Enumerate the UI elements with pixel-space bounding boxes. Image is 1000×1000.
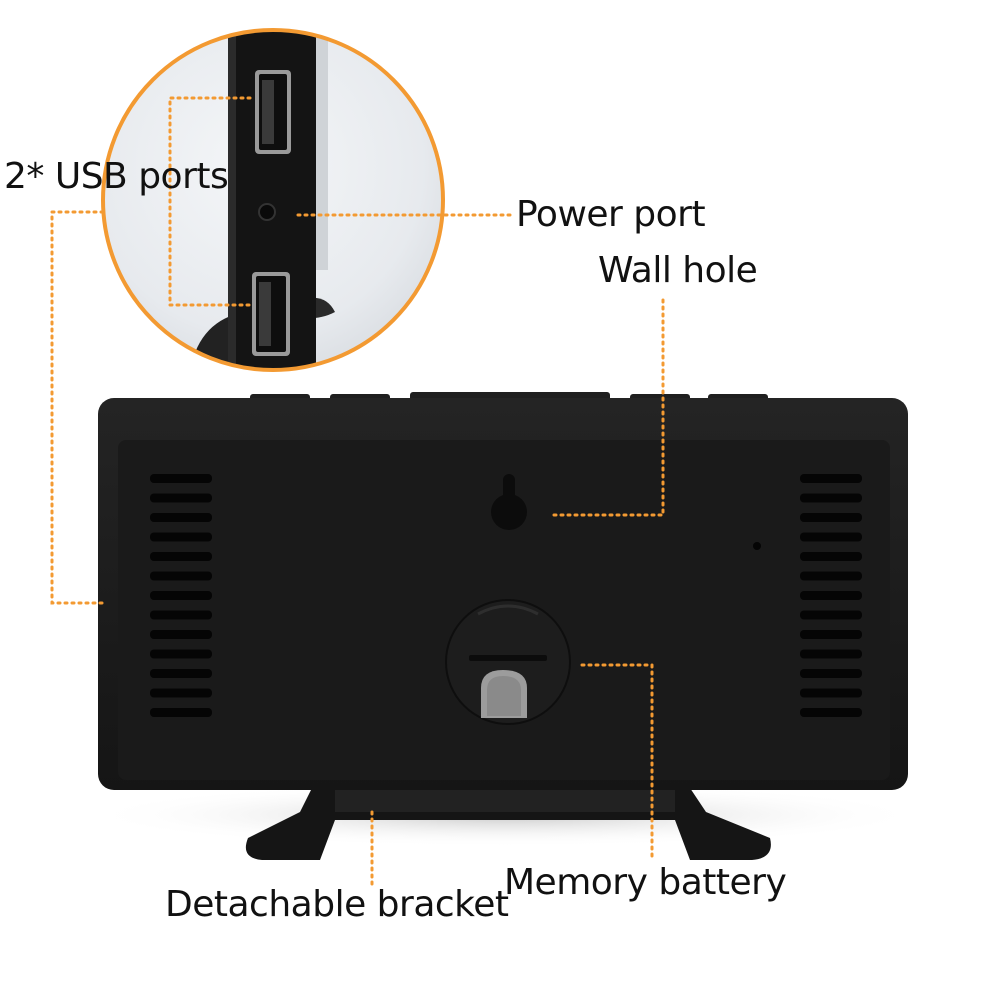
vent-slot [800,688,862,698]
vent-slot [150,610,212,620]
vent-slot [150,571,212,581]
label-detachable-bracket: Detachable bracket [165,884,509,925]
battery-cover-icon [445,599,571,725]
label-memory-battery: Memory battery [504,862,787,903]
vent-slot [150,630,212,639]
vent-slot [800,649,862,659]
power-jack-icon [258,203,276,221]
vent-slot [150,591,212,600]
vent-slot [150,669,212,678]
reset-pinhole [753,542,761,550]
vent-slot [800,708,862,717]
vent-slot [800,532,862,542]
leader-lines [50,96,665,887]
device-body [98,392,908,790]
vent-slots-icon [800,474,862,717]
vent-slot [800,513,862,522]
zoom-inset [101,28,445,372]
vent-slot [800,571,862,581]
vent-slot [150,688,212,698]
vent-slot [800,493,862,503]
vent-slot [150,649,212,659]
vent-slot [150,474,212,483]
vent-slot [800,610,862,620]
vent-slot [800,591,862,600]
vent-slot [800,669,862,678]
bracket-stand [245,788,771,860]
usb-port-icon [252,272,290,356]
vent-slot [150,513,212,522]
label-wall-hole: Wall hole [598,250,758,291]
vent-slots-icon [150,474,212,717]
vent-slot [150,532,212,542]
label-power-port: Power port [516,194,706,235]
usb-port-icon [255,70,291,154]
vent-slot [800,552,862,561]
keyhole-icon [491,474,527,530]
vent-slot [150,493,212,503]
label-usb-ports: 2* USB ports [4,156,229,197]
vent-slot [800,630,862,639]
vent-slot [150,552,212,561]
vent-slot [150,708,212,717]
vent-slot [800,474,862,483]
zoom-circle-outline [101,28,445,372]
